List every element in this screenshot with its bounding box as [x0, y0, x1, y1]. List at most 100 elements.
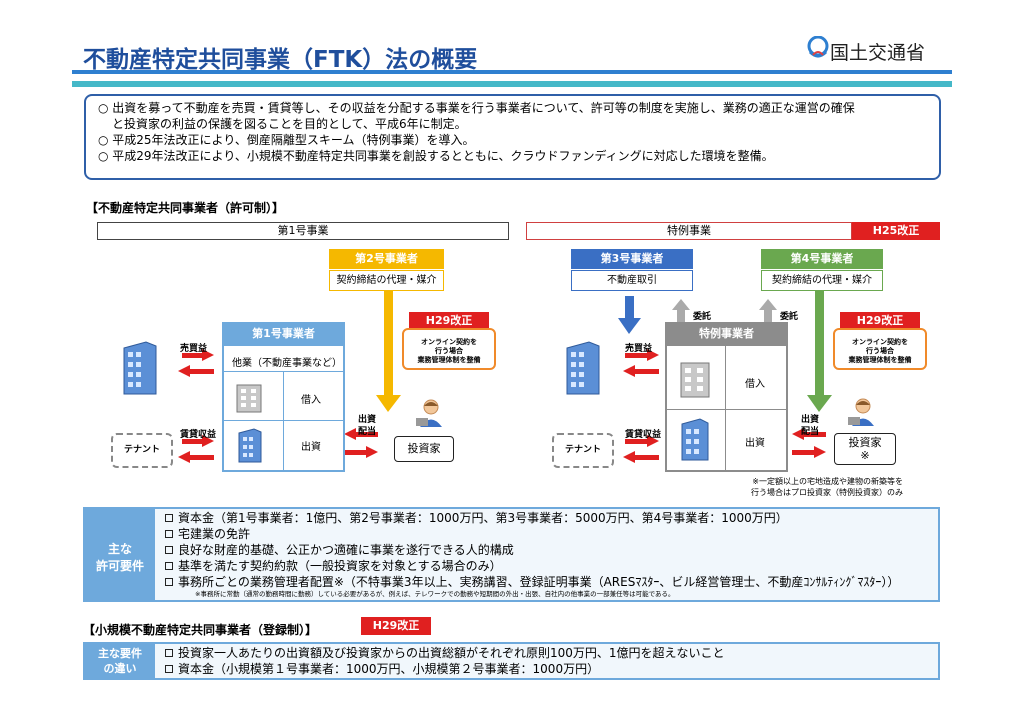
dividend-label-right: 出資 配当	[801, 414, 819, 438]
entrust-arrow-right-head	[759, 299, 777, 310]
type3-operator-role: 不動産取引	[571, 270, 693, 291]
rent-profit-label-right: 賃貸収益	[625, 430, 662, 440]
type2-operator-role: 契約締結の代理・媒介	[329, 270, 444, 291]
requirement-note: ※事務所に常勤（通常の勤務時間に勤務）している必要があるが、例えば、テレワークで…	[195, 590, 675, 598]
sale-profit-label-left: 売買益	[180, 344, 208, 354]
ministry-logo-icon	[807, 35, 829, 58]
requirement-item: 良好な財産的基礎、公正かつ適確に事業を遂行できる人的構成	[165, 542, 899, 558]
entrust-arrow-right-shaft	[764, 310, 772, 322]
ministry-logo	[806, 35, 830, 62]
page-title: 不動産特定共同事業（FTK）法の概要	[83, 47, 478, 73]
type3-operator-header: 第3号事業者	[571, 249, 693, 269]
requirement-item: 資本金（第1号事業者：1億円、第2号事業者：1000万円、第3号事業者：5000…	[165, 510, 899, 526]
checkbox-icon	[165, 546, 173, 554]
dividend-label-left: 出資 配当	[358, 414, 376, 438]
entrust-label-left: 委託	[693, 312, 712, 322]
requirement-text: 資本金（第1号事業者：1億円、第2号事業者：1000万円、第3号事業者：5000…	[178, 511, 788, 525]
investor-box-right: 投資家 ※	[834, 433, 896, 465]
small-scale-side-line: 主な要件	[98, 647, 142, 660]
type1-business-strip: 第1号事業	[97, 222, 509, 240]
checkbox-icon	[165, 514, 173, 522]
small-scale-section-title: 【小規模不動産特定共同事業者（登録制）】	[83, 623, 318, 637]
investor-mark: ※	[860, 449, 870, 462]
special-borrow: 借入	[745, 379, 765, 390]
tenant-box-right: テナント	[552, 433, 614, 468]
left-rent-arrows	[178, 435, 214, 463]
checkbox-icon	[165, 562, 173, 570]
intro-box: ○ 出資を募って不動産を売買・賃貸等し、その収益を分配する事業を行う事業者につい…	[84, 94, 941, 180]
type1-invest: 出資	[301, 442, 321, 453]
type3-arrow-head	[618, 318, 641, 334]
pro-investor-footnote: ※一定額以上の宅地造成や建物の新築等を 行う場合はプロ投資家（特例投資家）のみ	[723, 476, 903, 498]
investor-person-icon-left	[415, 398, 443, 428]
property-building-icon-left	[120, 338, 160, 398]
dividend-line: 配当	[358, 427, 377, 437]
entrust-arrow-left-shaft	[677, 310, 685, 322]
left-invest-arrows	[344, 428, 378, 458]
checkbox-icon	[165, 649, 173, 657]
type4-operator-header: 第4号事業者	[761, 249, 883, 269]
type1-other-business: 他業（不動産事業など）	[232, 358, 342, 369]
checkbox-icon	[165, 665, 173, 673]
intro-line: ○ 出資を募って不動産を売買・賃貸等し、その収益を分配する事業を行う事業者につい…	[98, 101, 855, 115]
small-scale-side-line: の違い	[103, 662, 137, 675]
small-scale-panel	[83, 642, 940, 680]
h29-note-line: 行う場合	[435, 347, 463, 355]
type1-borrow: 借入	[301, 395, 321, 406]
dividend-line: 出資	[358, 415, 377, 425]
requirement-text: 宅建業の免許	[178, 527, 251, 541]
h29-badge-small-scale: H29改正	[361, 617, 431, 635]
requirement-item: 宅建業の免許	[165, 526, 899, 542]
h29-badge-left: H29改正	[409, 312, 489, 330]
requirement-text: 良好な財産的基礎、公正かつ適確に事業を遂行できる人的構成	[178, 543, 514, 557]
footnote-line: 行う場合はプロ投資家（特例投資家）のみ	[751, 488, 903, 497]
requirement-item: 事務所ごとの業務管理者配置※（不特事業3年以上、実務講習、登録証明事業（ARES…	[165, 574, 899, 590]
building-icon-grey	[677, 358, 713, 398]
type1-operator-header: 第1号事業者	[222, 322, 345, 346]
type1-divider-v	[283, 371, 284, 470]
requirements-list: 資本金（第1号事業者：1億円、第2号事業者：1000万円、第3号事業者：5000…	[165, 510, 899, 599]
requirement-item: 基準を満たす契約約款（一般投資家を対象とする場合のみ）	[165, 558, 899, 574]
special-invest: 出資	[745, 438, 765, 449]
rent-profit-label-left: 賃貸収益	[180, 430, 217, 440]
right-rent-arrows	[623, 435, 659, 463]
h29-online-note-left: オンライン契約を 行う場合 業務管理体制を整備	[402, 328, 496, 370]
requirements-side-label: 主な 許可要件	[85, 509, 155, 600]
h29-note-line: 行う場合	[866, 347, 894, 355]
small-scale-item: 資本金（小規模第１号事業者：1000万円、小規模第２号事業者：1000万円）	[165, 661, 725, 677]
header-rule-blue	[72, 70, 952, 74]
entrust-label-right: 委託	[780, 312, 799, 322]
type2-arrow-head	[376, 395, 401, 412]
special-divider-h	[667, 409, 786, 410]
special-business-strip: 特例事業	[526, 222, 852, 240]
h29-note-line: 業務管理体制を整備	[848, 356, 912, 364]
investor-box-left: 投資家	[394, 436, 454, 462]
left-sale-arrows	[178, 349, 214, 377]
h29-note-line: 業務管理体制を整備	[417, 356, 481, 364]
type2-operator-header: 第2号事業者	[329, 249, 444, 269]
checkbox-icon	[165, 530, 173, 538]
small-scale-text: 資本金（小規模第１号事業者：1000万円、小規模第２号事業者：1000万円）	[178, 662, 600, 676]
small-scale-text: 投資家一人あたりの出資額及び投資家からの出資総額がそれぞれ原則100万円、1億円…	[178, 646, 725, 660]
intro-line: ○ 平成25年法改正により、倒産隔離型スキーム（特例事業）を導入。	[98, 133, 475, 147]
header-rule-teal	[72, 81, 952, 87]
small-scale-item: 投資家一人あたりの出資額及び投資家からの出資総額がそれぞれ原則100万円、1億円…	[165, 645, 725, 661]
h29-note-line: オンライン契約を	[421, 338, 477, 346]
type4-operator-role: 契約締結の代理・媒介	[761, 270, 883, 291]
building-icon-small	[234, 381, 264, 413]
special-divider-v	[725, 346, 726, 470]
h29-online-note-right: オンライン契約を 行う場合 業務管理体制を整備	[833, 328, 927, 370]
dividend-line: 出資	[801, 415, 820, 425]
requirements-panel	[83, 507, 940, 602]
intro-line: と投資家の利益の保護を図ることを目的として、平成6年に制定。	[112, 117, 467, 131]
type4-arrow-shaft	[815, 290, 824, 395]
investor-label: 投資家	[848, 436, 882, 449]
property-building-icon-right	[563, 338, 603, 398]
licensed-section-title: 【不動産特定共同事業者（許可制）】	[86, 201, 285, 215]
requirement-text: 事務所ごとの業務管理者配置※（不特事業3年以上、実務講習、登録証明事業（ARES…	[178, 575, 900, 589]
sale-profit-label-right: 売買益	[625, 344, 653, 354]
requirements-side-line: 主な	[107, 542, 132, 556]
special-operator-header: 特例事業者	[665, 322, 788, 346]
building-icon-blue-special	[679, 417, 711, 461]
